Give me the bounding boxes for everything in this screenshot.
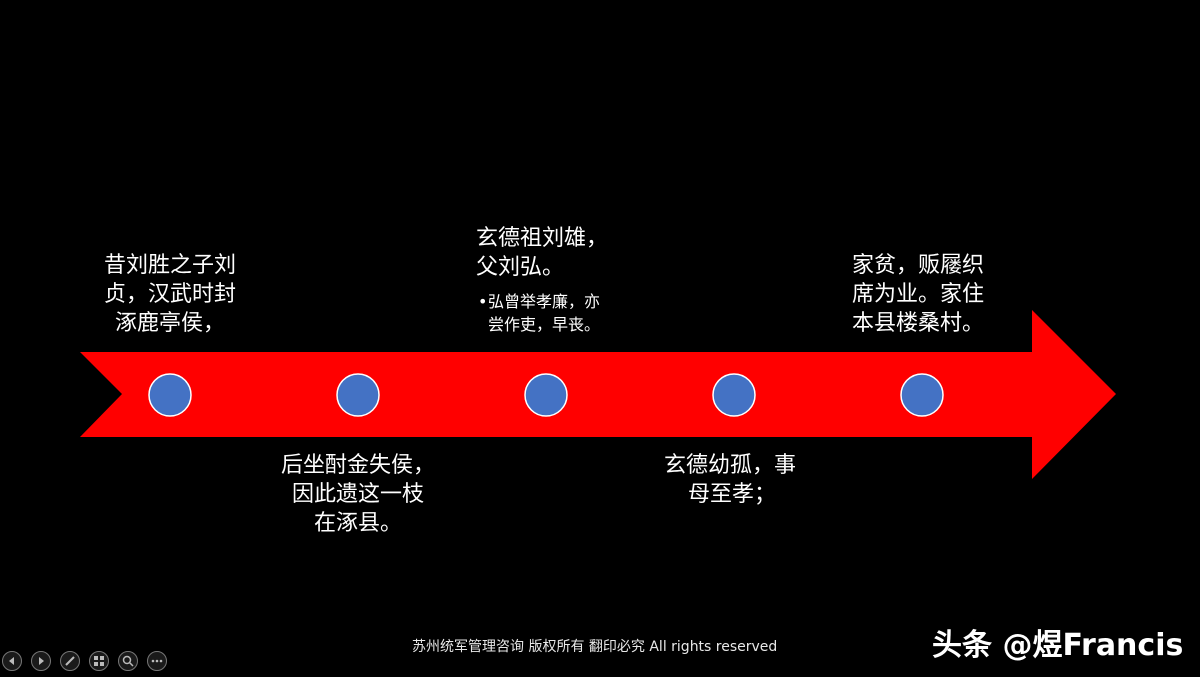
watermark: 头条 @煜Francis xyxy=(932,628,1184,663)
pen-tool-button[interactable] xyxy=(60,651,80,671)
zoom-button[interactable] xyxy=(118,651,138,671)
timeline-node-2 xyxy=(336,373,380,417)
node-4-text: 玄德幼孤，事 母至孝； xyxy=(664,451,824,509)
footer-copyright: 苏州统军管理咨询 版权所有 翻印必究 All rights reserved xyxy=(412,639,778,655)
node-5-line-3: 本县楼桑村。 xyxy=(852,311,985,336)
node-3-line-1: 玄德祖刘雄， xyxy=(476,226,609,251)
node-5-line-2: 席为业。家住 xyxy=(852,282,985,307)
node-3-sub-bullet-2: 尝作吏，早丧。 xyxy=(488,315,601,334)
node-1-line-1: 昔刘胜之子刘 xyxy=(103,253,236,278)
node-1-line-3: 涿鹿亭侯， xyxy=(114,311,225,336)
node-2-text: 后坐酎金失侯， 因此遗这一枝 在涿县。 xyxy=(268,451,448,538)
node-2-line-2: 因此遗这一枝 xyxy=(291,482,424,507)
node-5-text: 家贫，贩屦织 席为业。家住 本县楼桑村。 xyxy=(852,251,1012,338)
node-3-sub-bullet-1: •弘曾举孝廉，亦 xyxy=(478,292,601,311)
timeline-node-3 xyxy=(524,373,568,417)
arrow-left-icon xyxy=(9,657,14,665)
previous-slide-button[interactable] xyxy=(2,651,22,671)
node-2-line-3: 在涿县。 xyxy=(313,511,402,536)
magnifier-icon xyxy=(122,655,134,667)
node-5-line-1: 家贫，贩屦织 xyxy=(852,253,985,278)
node-3-text: 玄德祖刘雄， 父刘弘。 •弘曾举孝廉，亦 尝作吏，早丧。 xyxy=(476,224,646,336)
grid-icon xyxy=(94,656,104,666)
node-1-line-2: 贞，汉武时封 xyxy=(103,282,236,307)
more-options-button[interactable] xyxy=(147,651,167,671)
timeline-arrow xyxy=(80,310,1116,479)
see-all-slides-button[interactable] xyxy=(89,651,109,671)
timeline-node-5 xyxy=(900,373,944,417)
timeline-node-1 xyxy=(148,373,192,417)
ellipsis-icon xyxy=(151,659,163,663)
bullet-dot-icon: • xyxy=(478,292,488,311)
node-4-line-2: 母至孝； xyxy=(688,482,777,507)
timeline-node-4 xyxy=(712,373,756,417)
node-3-line-2: 父刘弘。 xyxy=(476,255,565,280)
node-3-sub-bullets: •弘曾举孝廉，亦 尝作吏，早丧。 xyxy=(476,290,646,336)
pen-icon xyxy=(65,656,75,666)
next-slide-button[interactable] xyxy=(31,651,51,671)
arrow-right-icon xyxy=(39,657,44,665)
node-2-line-1: 后坐酎金失侯， xyxy=(280,453,435,478)
node-1-text: 昔刘胜之子刘 贞，汉武时封 涿鹿亭侯， xyxy=(90,251,250,338)
node-4-line-1: 玄德幼孤，事 xyxy=(664,453,797,478)
